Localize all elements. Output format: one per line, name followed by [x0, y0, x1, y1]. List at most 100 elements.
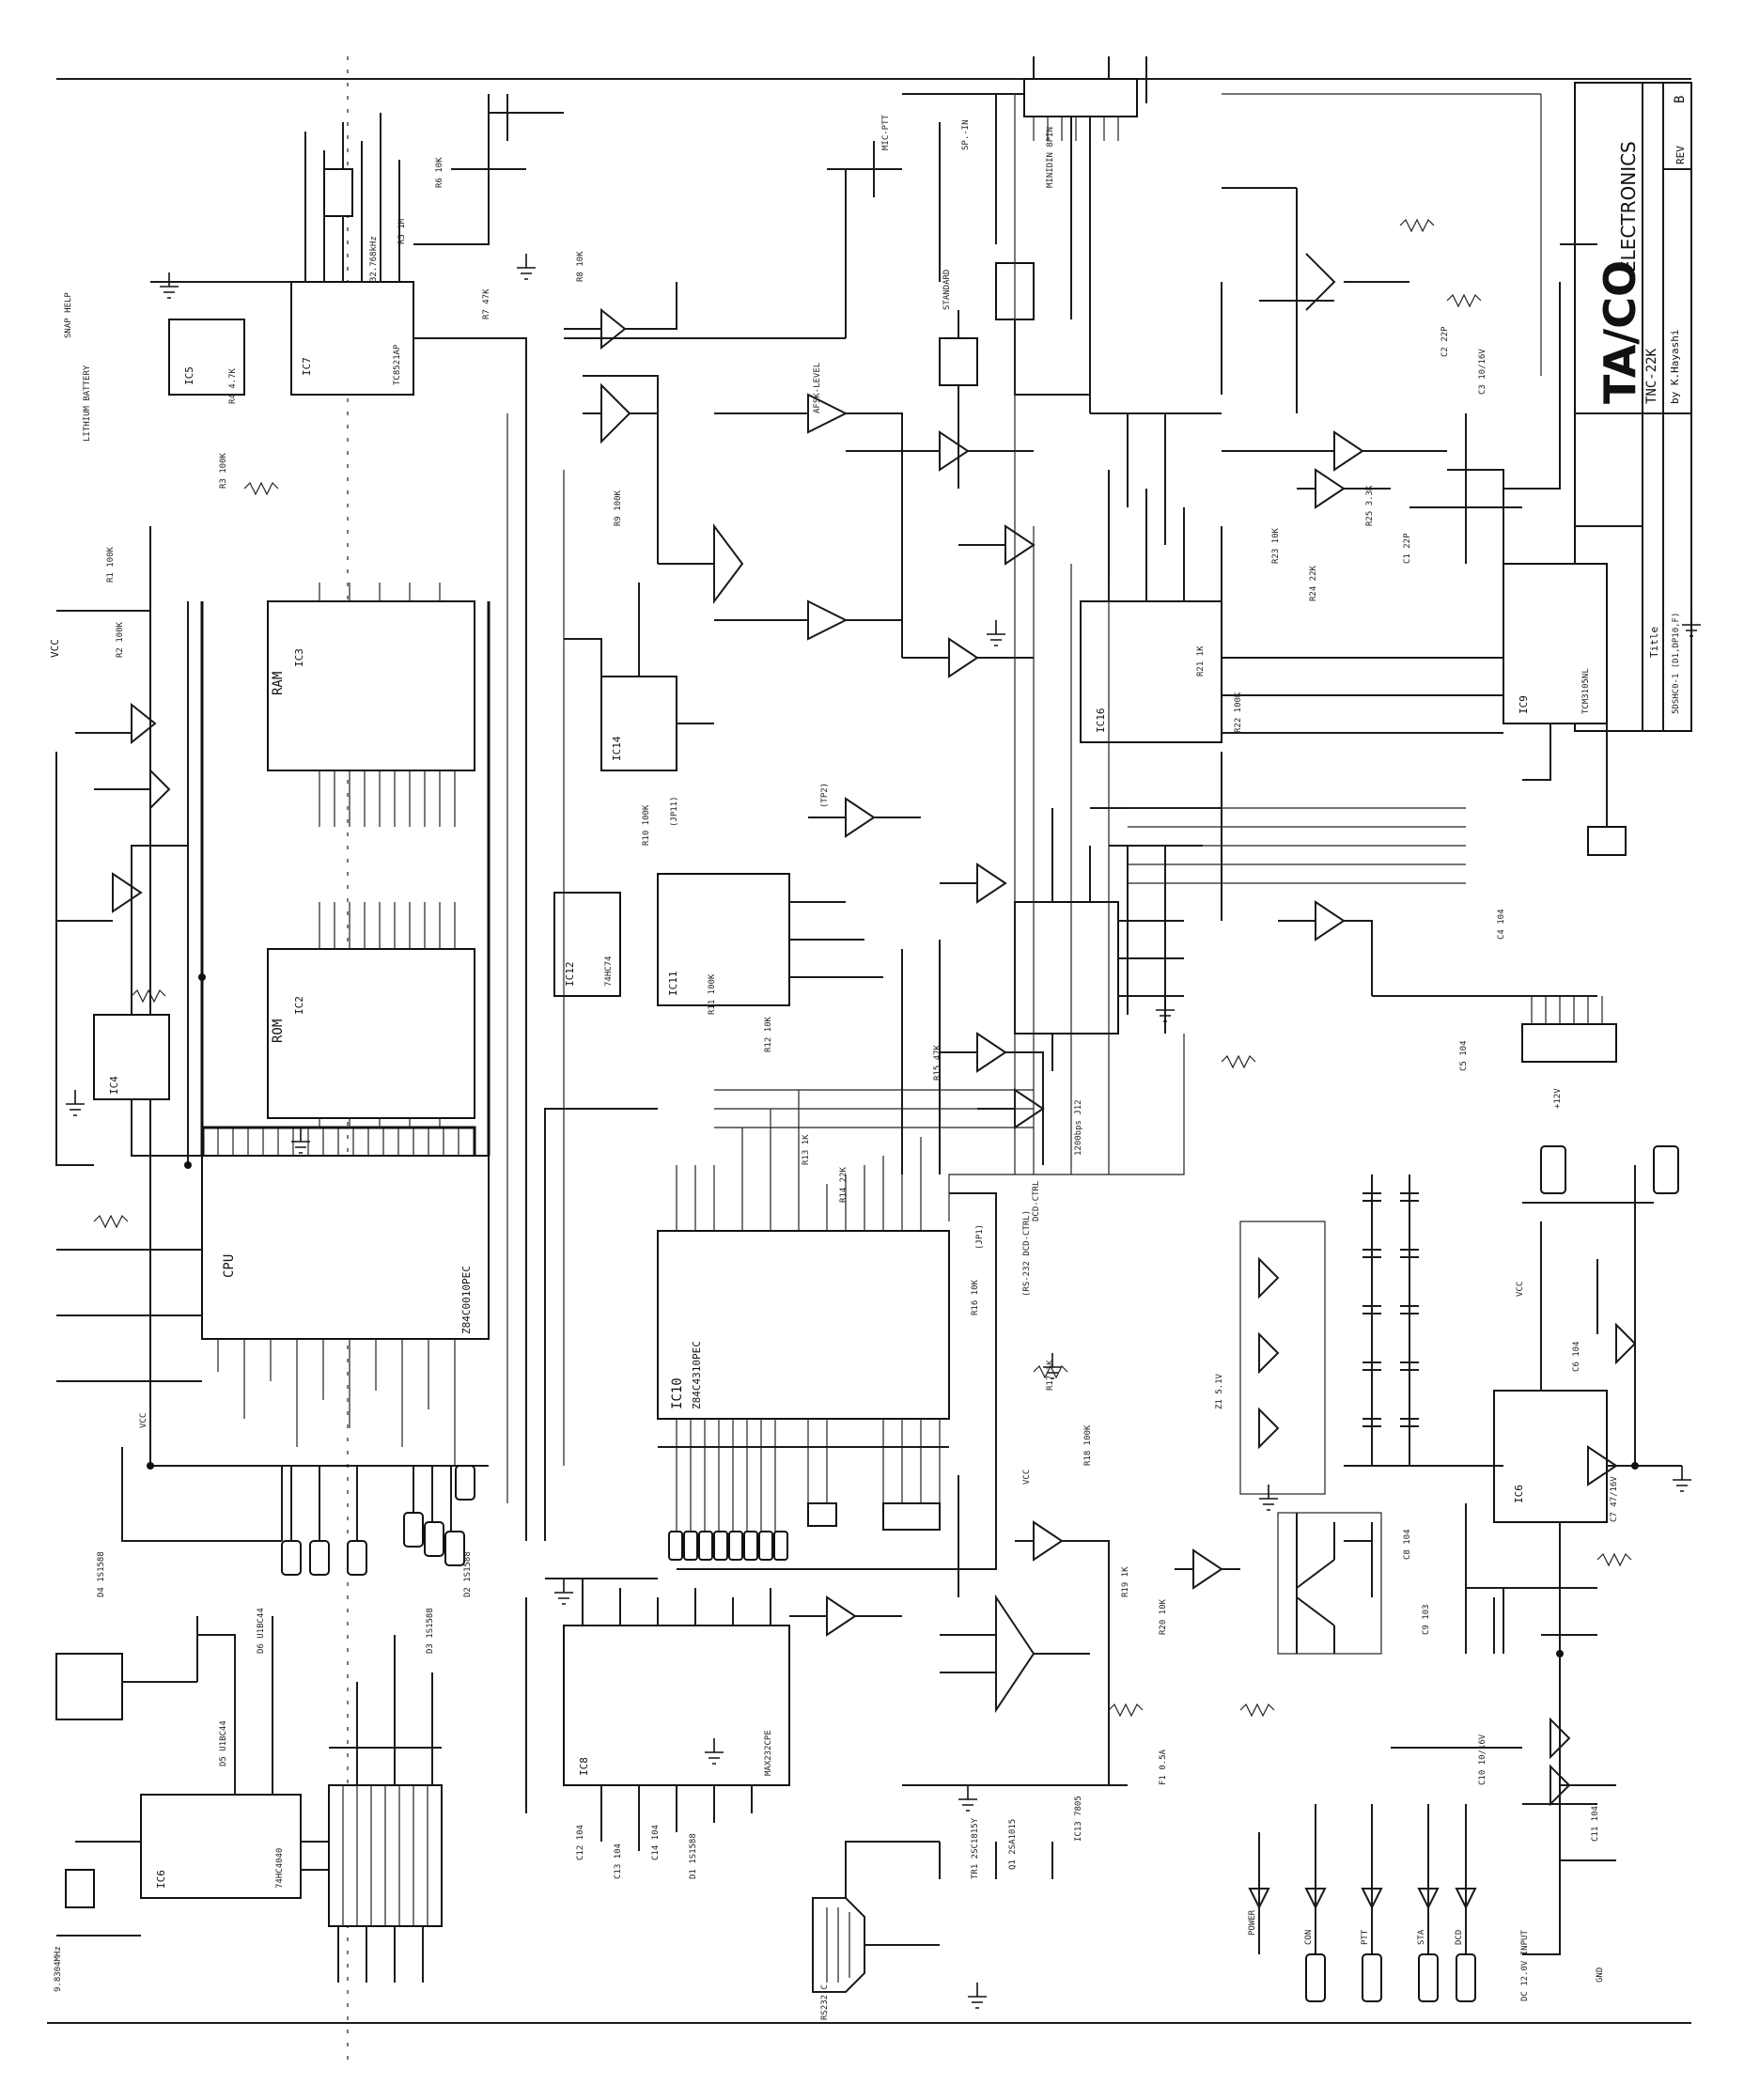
tp2-label: (TP2) [820, 783, 830, 808]
part-label: R8 10K [576, 251, 585, 282]
cpu-chip: CPU Z84C0010PEC [201, 1155, 490, 1340]
part-label: R17 1K [1046, 1360, 1055, 1391]
ic8-label: IC8 [578, 1757, 590, 1776]
ic14-chip: IC14 [600, 676, 677, 771]
part-label: C4 104 [1497, 909, 1506, 940]
title-block: TA/CO ELECTRONICS TNC-22K Title REV B by… [1574, 82, 1692, 732]
rev-label: REV [1674, 146, 1687, 164]
part-label: D5 U1BC44 [219, 1720, 228, 1766]
top-labels: AFSK-LEVEL MIC-PTT SP.-IN MINIDIN 8PIN S… [813, 114, 1055, 413]
model-number: TNC-22K [1644, 348, 1659, 404]
dcd-led-label: DCD [1455, 1930, 1464, 1945]
ground-symbols [66, 254, 1701, 2009]
ic7-label: IC7 [301, 357, 313, 376]
part-label: R3 100K [219, 452, 228, 489]
ic16-label: IC16 [1095, 708, 1107, 734]
part-label: R10 100K [642, 804, 651, 846]
part-label: Q1 2SA1015 [1008, 1819, 1018, 1870]
ic6-chip: IC6 74HC4040 [140, 1794, 302, 1899]
part-label: R20 10K [1159, 1598, 1168, 1635]
ic6-part: 74HC4040 [275, 1848, 285, 1889]
company-suffix: ELECTRONICS [1617, 141, 1640, 272]
ic3-label: IC3 [293, 648, 305, 667]
part-label: R21 1K [1196, 646, 1206, 677]
led-indicators: POWER CON PTT STA DCD [1248, 1804, 1477, 2002]
cpu-part: Z84C0010PEC [460, 1266, 473, 1334]
part-label: R1 100K [106, 546, 116, 583]
part-label: R4 4.7K [228, 367, 238, 404]
minidin-label: MINIDIN 8PIN [1046, 127, 1055, 188]
rtc-chip: IC7 TC8521AP [290, 281, 414, 396]
ic9-part: TCM3105NL [1581, 668, 1591, 714]
sp-in-label: SP.-IN [961, 119, 971, 150]
part-label: R9 100K [614, 490, 623, 526]
ic11-label: IC11 [667, 972, 679, 997]
ic-analog-switch [1014, 900, 1373, 1034]
part-label: C11 104 [1591, 1806, 1600, 1842]
minidin2-connector: +12V [1372, 995, 1617, 1109]
ic14-label: IC14 [611, 736, 623, 761]
part-label: C14 104 [651, 1825, 661, 1860]
ic16-chip: IC16 [1080, 600, 1222, 743]
sio-chip: IC10 Z84C4310PEC [657, 1230, 950, 1420]
part-label: R6 10K [435, 157, 444, 188]
rs232-label: RS232-C [820, 1984, 830, 2020]
part-label: R18 100K [1083, 1424, 1093, 1466]
pwr-led-label: POWER [1248, 1909, 1257, 1936]
rev-value: B [1673, 96, 1688, 103]
ptt-led-label: PTT [1361, 1929, 1370, 1945]
inverter-box [1239, 1221, 1326, 1495]
crystal-main: 9.8304MHz [54, 1946, 63, 1992]
part-label: R25 3.3K [1365, 485, 1375, 526]
part-label: R5 1M [397, 218, 407, 244]
part-label: R12 10K [764, 1016, 773, 1052]
title-label: Title [1648, 627, 1660, 658]
regulator-label: IC6 [1513, 1485, 1525, 1503]
snap-help-label: SNAP HELP [64, 292, 73, 338]
part-label: R7 47K [482, 288, 491, 319]
ic12-label: IC12 [564, 962, 576, 988]
part-label: R19 1K [1121, 1566, 1130, 1597]
battery-label: LITHIUM BATTERY [83, 365, 92, 442]
power-input-label: DC 12.0V INPUT [1520, 1930, 1530, 2001]
part-label: R16 10K [971, 1279, 980, 1315]
part-label: R11 100K [708, 973, 717, 1015]
part-label: C2 22P [1440, 326, 1450, 357]
ic4-chip: IC4 [93, 1014, 170, 1100]
con-led-label: CON [1304, 1930, 1314, 1945]
jp1-label: (JP1) [975, 1224, 985, 1250]
cpu-bottom-connectors [281, 1465, 475, 1576]
part-label: D2 1S1588 [463, 1551, 473, 1597]
ic12-chip: IC12 74HC74 [553, 892, 621, 997]
ic8-chip: IC8 MAX232CPE [563, 1625, 790, 1786]
vcc-label-mid: VCC [1022, 1470, 1032, 1485]
part-label: IC13 7805 [1074, 1796, 1083, 1842]
part-label: R22 100K [1234, 692, 1243, 733]
ic5-chip: IC5 [168, 319, 245, 396]
modem-region-wiring [564, 56, 1409, 545]
part-label: F1 0.5A [1159, 1749, 1168, 1785]
vcc-label-left: VCC [49, 639, 61, 658]
sio-data-connectors [668, 1502, 941, 1561]
part-label: C13 104 [614, 1843, 623, 1879]
ic6-label: IC6 [155, 1870, 167, 1889]
page-border [47, 56, 1691, 2067]
clock-wiring: 9.8304MHz [54, 1616, 413, 1992]
part-label: R13 1K [802, 1134, 811, 1165]
part-label: D6 U1BC44 [257, 1608, 266, 1654]
vcc-label-power: VCC [1516, 1282, 1525, 1297]
ic2-label: IC2 [293, 996, 305, 1015]
part-label: R23 10K [1271, 527, 1281, 564]
part-label: R14 22K [839, 1166, 849, 1203]
baud-label: 1200bps J12 [1074, 1099, 1083, 1156]
part-label: Z1 5.1V [1215, 1373, 1224, 1409]
part-label: D3 1S1588 [426, 1608, 435, 1654]
regulator-chip: IC6 [1493, 1390, 1608, 1523]
left-labels: VCC LITHIUM BATTERY SNAP HELP VCC [49, 292, 148, 1428]
ic5-label: IC5 [183, 366, 195, 385]
ic7-part: TC8521AP [393, 344, 402, 385]
mid-lower-amps [789, 1475, 1240, 1879]
part-label: TR1 2SC1815Y [971, 1817, 980, 1879]
